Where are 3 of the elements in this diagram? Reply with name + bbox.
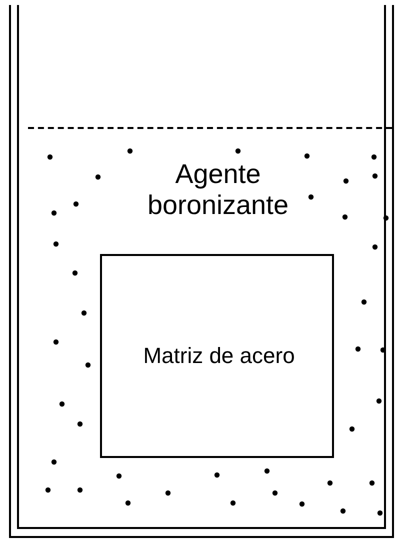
block-label: Matriz de acero [142, 343, 296, 368]
region-label: Agente boronizante [146, 159, 290, 222]
steel-block [100, 254, 334, 458]
